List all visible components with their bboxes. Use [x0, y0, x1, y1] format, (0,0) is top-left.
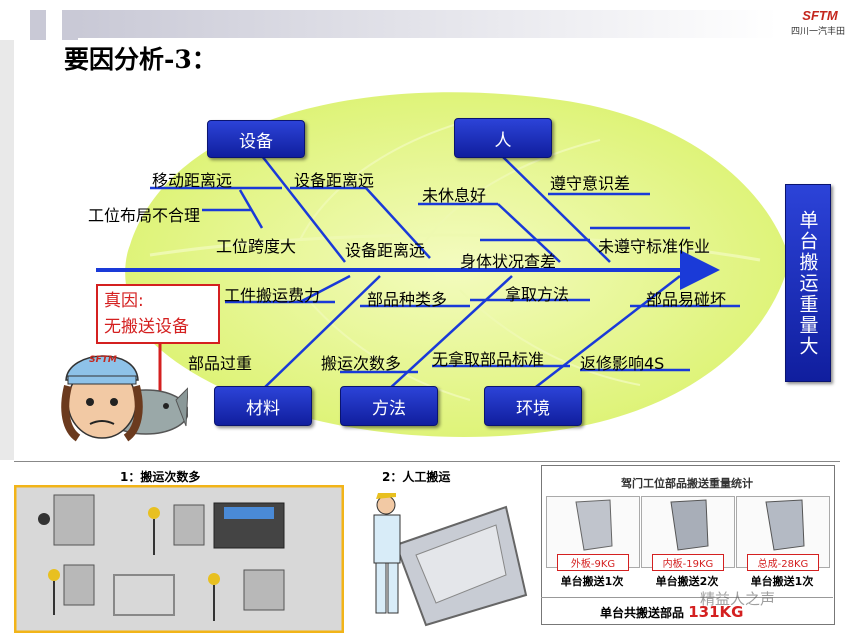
total-weight: 单台共搬送部品 131KG: [600, 603, 743, 621]
category-equipment: 设备: [207, 120, 305, 158]
section2-title: 2：人工搬运: [382, 470, 451, 484]
header-gradient: [78, 10, 778, 38]
stats-title: 驾门工位部品搬送重量统计: [621, 477, 753, 490]
per-unit-inner: 单台搬送2次: [655, 575, 719, 588]
cause-equip-distance-2: 设备距离远: [345, 241, 426, 260]
weight-inner: 内板-19KG: [652, 554, 724, 571]
cause-health: 身体状况查差: [460, 252, 557, 271]
mascot-illustration: [61, 355, 188, 442]
section1-illustration: [14, 485, 344, 633]
section1-title: 1：搬运次数多: [120, 470, 201, 484]
total-value: 131KG: [688, 603, 744, 621]
cause-not-standard: 未遵守标准作业: [598, 237, 711, 256]
cause-move-distance: 移动距离远: [152, 171, 233, 190]
cause-layout: 工位布局不合理: [88, 206, 201, 225]
cause-parts-collide: 部品易碰坏: [646, 290, 727, 309]
section2-illustration: [373, 493, 528, 627]
section-divider: [14, 461, 840, 462]
cause-no-rest: 未休息好: [422, 186, 487, 205]
cause-parts-types: 部品种类多: [367, 290, 448, 309]
category-material: 材料: [214, 386, 312, 426]
cause-grab-method: 拿取方法: [505, 285, 570, 304]
company-logo: SFTM: [802, 8, 838, 23]
cause-repair-4s: 返修影响4S: [580, 354, 665, 373]
per-unit-assembly: 单台搬送1次: [750, 575, 814, 588]
total-label: 单台共搬送部品: [600, 606, 685, 620]
header-checker-pattern: [14, 10, 78, 40]
category-method: 方法: [340, 386, 438, 426]
page-title: 要因分析-3：: [64, 45, 217, 74]
root-cause-label: 真因:: [104, 291, 144, 311]
weight-outer: 外板-9KG: [557, 554, 629, 571]
cause-carry-times: 搬运次数多: [321, 354, 402, 373]
cause-discipline: 遵守意识差: [550, 174, 631, 193]
root-cause-box: 真因: 无搬送设备: [96, 284, 220, 344]
stats-divider: [541, 597, 833, 598]
left-stripe: [0, 40, 14, 460]
mascot-badge: SFTM: [89, 355, 117, 365]
cause-span: 工位跨度大: [216, 237, 297, 256]
root-cause-text: 无搬送设备: [104, 317, 189, 337]
cause-parts-heavy: 部品过重: [188, 354, 253, 373]
company-name: 四川一汽丰田: [790, 27, 845, 37]
category-people: 人: [454, 118, 552, 158]
cause-equip-distance-1: 设备距离远: [294, 171, 375, 190]
leaf-shape: [125, 92, 791, 437]
door-shapes: [575, 499, 805, 551]
weight-assembly: 总成-28KG: [747, 554, 819, 571]
cause-carry-effort: 工件搬运费力: [224, 286, 321, 305]
watermark: 精益人之声: [700, 590, 776, 608]
effect-box: 单台搬运重量大: [785, 184, 831, 382]
per-unit-outer: 单台搬送1次: [560, 575, 624, 588]
cause-no-grab-standard: 无拿取部品标准: [432, 350, 545, 369]
category-environment: 环境: [484, 386, 582, 426]
